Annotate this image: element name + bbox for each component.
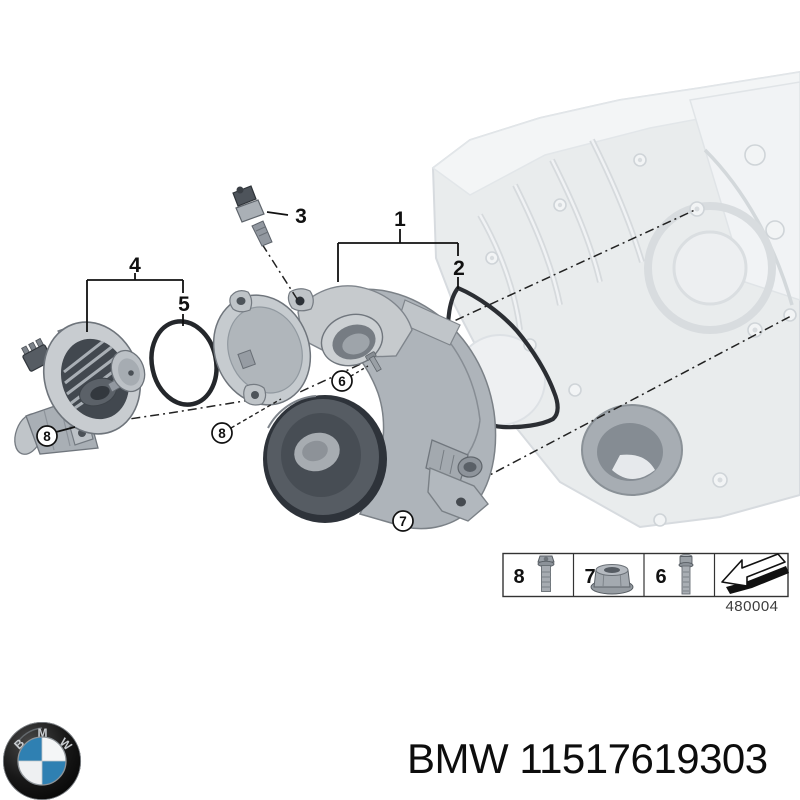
callout-8-left: 8 xyxy=(36,425,58,447)
coolant-sensor-part xyxy=(232,185,300,303)
callout-1-water-pump: 1 xyxy=(394,208,406,231)
logo-letter-m: M xyxy=(38,726,48,740)
callout-7: 7 xyxy=(392,510,414,532)
diagram-number: 480004 xyxy=(725,598,778,615)
callout-3-temperature-sensor: 3 xyxy=(295,205,307,228)
svg-text:8: 8 xyxy=(43,429,51,444)
part-number: 11517619303 xyxy=(519,735,768,782)
part-number-caption: BMW 11517619303 xyxy=(407,735,768,782)
callout-8-right: 8 xyxy=(211,422,233,444)
svg-text:6: 6 xyxy=(338,374,346,389)
svg-text:8: 8 xyxy=(513,566,524,588)
legend-cell-8: 8 xyxy=(513,555,555,592)
short-bolt-icon xyxy=(537,555,555,592)
brand-name: BMW xyxy=(407,735,509,782)
callout-8-right-leader xyxy=(230,398,282,429)
legend-cell-arrow xyxy=(721,553,789,594)
bmw-roundel-logo: B M W xyxy=(2,720,83,800)
svg-text:8: 8 xyxy=(218,426,226,441)
long-bolt-icon xyxy=(678,554,694,595)
engine-block-ghost xyxy=(431,70,800,529)
legend-cell-7: 7 xyxy=(584,564,634,595)
callout-lines xyxy=(55,211,459,433)
exploded-parts-diagram: 1 2 3 4 5 8 8 6 7 8 xyxy=(14,70,800,615)
install-direction-arrow-icon xyxy=(721,553,789,594)
legend-box: 8 7 6 xyxy=(502,552,789,598)
water-pump-part xyxy=(212,285,497,530)
o-ring-part xyxy=(149,319,219,407)
thermostat-part xyxy=(14,321,146,455)
callout-4-thermostat: 4 xyxy=(129,254,141,277)
callout-2-profile-gasket: 2 xyxy=(453,257,465,280)
flange-nut-icon xyxy=(590,564,634,595)
legend-cell-6: 6 xyxy=(655,554,694,595)
svg-text:6: 6 xyxy=(655,566,666,588)
svg-text:7: 7 xyxy=(584,566,595,588)
callout-6: 6 xyxy=(331,370,353,392)
callout-5-o-ring: 5 xyxy=(178,293,190,316)
svg-text:7: 7 xyxy=(399,514,407,529)
